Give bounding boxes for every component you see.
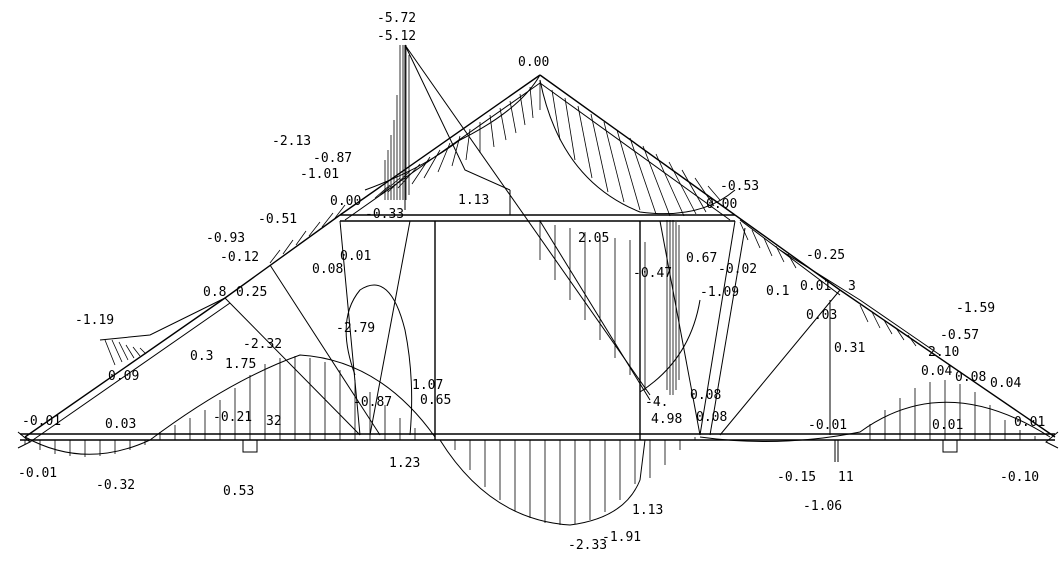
moment-label: -0.15 bbox=[777, 470, 816, 485]
moment-label: -0.01 bbox=[22, 414, 61, 429]
moment-label: 0.3 bbox=[190, 349, 213, 364]
moment-label: 1.23 bbox=[389, 456, 420, 471]
moment-label: -0.21 bbox=[213, 410, 252, 425]
moment-label: -0.25 bbox=[806, 248, 845, 263]
moment-label: -2.13 bbox=[272, 134, 311, 149]
moment-label: 0.04 bbox=[921, 364, 952, 379]
moment-label: 0.8 bbox=[203, 285, 226, 300]
moment-label: 0.65 bbox=[420, 393, 451, 408]
moment-label: 0.03 bbox=[806, 308, 837, 323]
moment-label: 3 bbox=[848, 279, 856, 294]
moment-label: -2.79 bbox=[336, 321, 375, 336]
moment-label: 0.09 bbox=[108, 369, 139, 384]
moment-label: 1.13 bbox=[458, 193, 489, 208]
moment-label: 0.03 bbox=[105, 417, 136, 432]
moment-label: -1.06 bbox=[803, 499, 842, 514]
moment-label: -0.53 bbox=[720, 179, 759, 194]
moment-label: -0.57 bbox=[940, 328, 979, 343]
moment-label: 1.13 bbox=[632, 503, 663, 518]
moment-label: -0.01 bbox=[18, 466, 57, 481]
moment-label: 2.10 bbox=[928, 345, 959, 360]
moment-label: -1.91 bbox=[602, 530, 641, 545]
moment-label: 0.01 bbox=[932, 418, 963, 433]
moment-label: -2.32 bbox=[243, 337, 282, 352]
moment-label: -0.12 bbox=[220, 250, 259, 265]
moment-label: -5.72 bbox=[377, 11, 416, 26]
moment-label: 0.1 bbox=[766, 284, 789, 299]
moment-label: -0.10 bbox=[1000, 470, 1039, 485]
moment-label: 0.01 bbox=[1014, 415, 1045, 430]
moment-label: 0.00 bbox=[330, 194, 361, 209]
frame-structure bbox=[17, 44, 1059, 462]
moment-label: 0.08 bbox=[690, 388, 721, 403]
moment-label: -0.87 bbox=[313, 151, 352, 166]
moment-label: 0.04 bbox=[990, 376, 1021, 391]
moment-label: 0.53 bbox=[223, 484, 254, 499]
moment-label: -1.59 bbox=[956, 301, 995, 316]
moment-label: 0.08 bbox=[955, 370, 986, 385]
moment-label: -0.87 bbox=[353, 395, 392, 410]
moment-label: 1.07 bbox=[412, 378, 443, 393]
diagram-hatching bbox=[24, 45, 1036, 525]
moment-label: -0.93 bbox=[206, 231, 245, 246]
moment-label: 0.08 bbox=[312, 262, 343, 277]
moment-label: -0.47 bbox=[633, 266, 672, 281]
moment-label: 32 bbox=[266, 414, 282, 429]
moment-label: 0.31 bbox=[834, 341, 865, 356]
moment-label: 0.25 bbox=[236, 285, 267, 300]
moment-label: 0.01 bbox=[340, 249, 371, 264]
moment-label: -2.33 bbox=[568, 538, 607, 553]
moment-label: -1.01 bbox=[300, 167, 339, 182]
moment-label: -0.02 bbox=[718, 262, 757, 277]
moment-label: -0.51 bbox=[258, 212, 297, 227]
moment-label: -5.12 bbox=[377, 29, 416, 44]
moment-label: 4.98 bbox=[651, 412, 682, 427]
moment-label: -4. bbox=[645, 395, 668, 410]
moment-label: 2.05 bbox=[578, 231, 609, 246]
value-labels: -5.72 -5.12 0.00 -2.13 -0.87 -1.01 0.00 … bbox=[18, 11, 1045, 553]
moment-label: 0.01 bbox=[800, 279, 831, 294]
moment-label: -0.33 bbox=[365, 207, 404, 222]
moment-label: -0.32 bbox=[96, 478, 135, 493]
moment-label: 0.08 bbox=[696, 410, 727, 425]
moment-label: 1.75 bbox=[225, 357, 256, 372]
moment-label: 0.00 bbox=[706, 197, 737, 212]
moment-label: 11 bbox=[838, 470, 854, 485]
moment-label: 0.67 bbox=[686, 251, 717, 266]
moment-label: 0.00 bbox=[518, 55, 549, 70]
moment-label: -0.01 bbox=[808, 418, 847, 433]
moment-label: -1.19 bbox=[75, 313, 114, 328]
moment-label: -1.09 bbox=[700, 285, 739, 300]
moment-curves bbox=[24, 44, 1051, 526]
